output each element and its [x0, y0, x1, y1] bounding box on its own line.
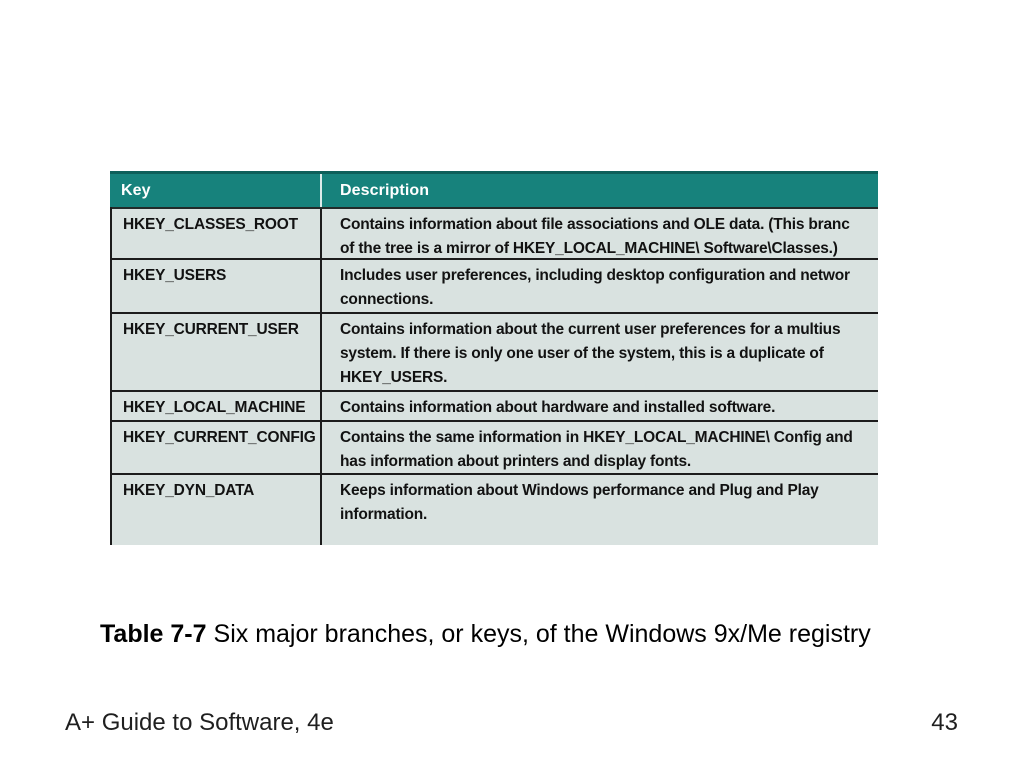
key-cell: HKEY_DYN_DATA — [112, 475, 322, 545]
key-cell: HKEY_LOCAL_MACHINE — [112, 392, 322, 420]
table-body: HKEY_CLASSES_ROOT Contains information a… — [110, 207, 878, 545]
table-header-row: Key Description — [110, 171, 878, 207]
footer-page-number: 43 — [931, 709, 958, 736]
column-header-key: Key — [110, 174, 322, 207]
key-cell: HKEY_CURRENT_CONFIG — [112, 422, 322, 473]
description-cell: Contains information about hardware and … — [340, 399, 776, 416]
caption-text: Six major branches, or keys, of the Wind… — [213, 620, 871, 648]
table-row: HKEY_CURRENT_USER Contains information a… — [112, 312, 878, 390]
key-cell: HKEY_CLASSES_ROOT — [112, 209, 322, 258]
key-cell: HKEY_USERS — [112, 260, 322, 312]
description-cell: Keeps information about Windows performa… — [340, 482, 819, 523]
table-row: HKEY_CLASSES_ROOT Contains information a… — [112, 207, 878, 258]
description-cell: Contains information about file associat… — [340, 216, 850, 257]
caption-label: Table 7-7 — [100, 620, 207, 648]
column-header-description: Description — [340, 182, 430, 199]
registry-table: Key Description HKEY_CLASSES_ROOT Contai… — [110, 171, 878, 545]
table-row: HKEY_USERS Includes user preferences, in… — [112, 258, 878, 312]
table-row: HKEY_DYN_DATA Keeps information about Wi… — [112, 473, 878, 545]
key-cell: HKEY_CURRENT_USER — [112, 314, 322, 390]
description-cell: Includes user preferences, including des… — [340, 267, 850, 308]
description-cell: Contains the same information in HKEY_LO… — [340, 429, 853, 470]
table-row: HKEY_LOCAL_MACHINE Contains information … — [112, 390, 878, 420]
footer-book-title: A+ Guide to Software, 4e — [65, 709, 334, 736]
table-row: HKEY_CURRENT_CONFIG Contains the same in… — [112, 420, 878, 473]
description-cell: Contains information about the current u… — [340, 321, 841, 386]
